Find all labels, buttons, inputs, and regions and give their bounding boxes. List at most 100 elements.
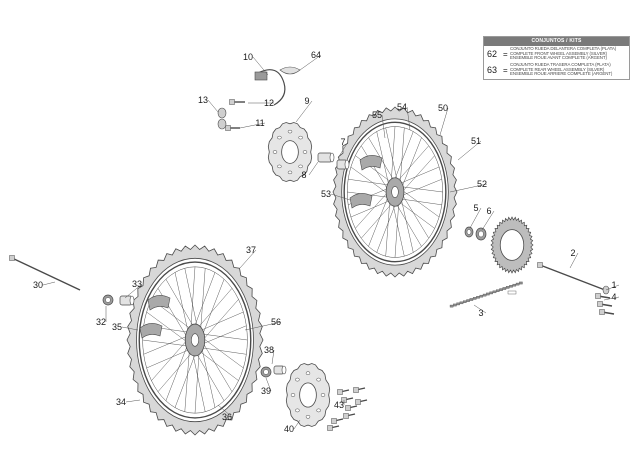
- kits-table: CONJUNTOS / KITS 62 = CONJUNTO RUEDA DEL…: [483, 36, 630, 80]
- bearing-6: [475, 227, 487, 241]
- kit-line-en: COMPLETE REAR WHEEL ASSEMBLY (SILVER): [510, 66, 605, 72]
- chain-link: [476, 296, 480, 299]
- leader-line: [217, 404, 233, 418]
- bolt-head: [331, 418, 337, 424]
- callout-2: 2: [570, 248, 575, 258]
- bolt-shank: [11, 257, 81, 291]
- bolt-head: [9, 255, 15, 261]
- callout-5: 5: [473, 203, 478, 213]
- disc-hole: [287, 170, 293, 175]
- chain-link: [472, 297, 477, 300]
- leader-line: [481, 210, 495, 231]
- leader-line: [406, 106, 411, 131]
- callout-43: 43: [334, 400, 344, 410]
- leader-line: [239, 249, 257, 269]
- spoke: [355, 192, 388, 229]
- disc-hole: [277, 135, 282, 140]
- chain-link: [486, 292, 490, 296]
- disc-hole: [295, 377, 300, 382]
- bolt-head: [327, 425, 333, 431]
- disc-hole: [277, 164, 282, 169]
- spoke: [401, 186, 443, 193]
- spoke: [199, 311, 244, 332]
- leader-line: [605, 284, 620, 291]
- callout-13: 13: [198, 95, 208, 105]
- spoke: [165, 344, 188, 401]
- spoke: [396, 145, 429, 183]
- leader-line: [469, 207, 482, 229]
- callout-30: 30: [33, 280, 43, 290]
- spoke: [392, 201, 405, 257]
- spoke: [146, 348, 191, 369]
- callout-52: 52: [477, 179, 487, 189]
- spoke: [397, 201, 435, 229]
- bolt-head: [595, 293, 601, 299]
- spoke: [400, 198, 442, 206]
- spoke: [402, 190, 440, 218]
- spoke: [195, 351, 225, 401]
- spacer-end: [329, 152, 335, 163]
- disc-hole: [316, 408, 321, 413]
- kit-line-fr: ENSEMBLE ROUE AVANT COMPLETE (ARGENT): [510, 55, 607, 61]
- spoke: [376, 202, 397, 253]
- kit-number: 63: [487, 65, 498, 75]
- chain-link: [505, 286, 510, 289]
- bearing-inner: [105, 297, 111, 303]
- kits-table-header: CONJUNTOS / KITS: [484, 37, 629, 46]
- front-axle: [9, 255, 81, 291]
- front-bearing-32: [102, 294, 114, 306]
- spoke: [201, 333, 248, 341]
- callout-7: 7: [340, 137, 345, 147]
- leader-line: [293, 419, 301, 430]
- disc-bolt: [343, 413, 356, 419]
- bolt-head: [537, 262, 543, 268]
- spoke: [402, 194, 429, 239]
- spoke: [198, 350, 239, 381]
- callout-35: 35: [112, 322, 122, 332]
- bolt-head: [229, 99, 235, 105]
- bolt-11: [225, 125, 240, 131]
- disc-hole: [302, 150, 308, 154]
- front-spacer-33: [119, 295, 135, 306]
- disc-center: [281, 140, 299, 164]
- kit-line-es: CONJUNTO RUEDA TRASERA COMPLETA (PLATA): [510, 62, 611, 68]
- callout-4: 4: [611, 292, 616, 302]
- callout-33: 33: [132, 279, 142, 289]
- callout-1: 1: [611, 280, 616, 290]
- sprocket-bolt: [597, 301, 613, 307]
- disc-bolt: [337, 389, 350, 395]
- bolt-head: [353, 387, 359, 393]
- spoke: [165, 279, 195, 329]
- disc-bolt: [331, 418, 344, 424]
- leader-line: [449, 183, 488, 193]
- callout-11: 11: [255, 118, 264, 128]
- leader-line: [381, 114, 386, 139]
- callout-12: 12: [264, 98, 274, 108]
- leader-line: [295, 100, 313, 123]
- kit-line-es: CONJUNTO RUEDA DELANTERA COMPLETA (PLATA…: [510, 46, 617, 52]
- callout-50: 50: [438, 103, 448, 113]
- rear-sprocket: [490, 216, 534, 274]
- chain-link: [479, 294, 484, 298]
- spoke: [200, 347, 247, 355]
- chain-master-link: [507, 290, 517, 295]
- bolt-head: [337, 389, 343, 395]
- leader-line: [42, 281, 56, 286]
- callout-38: 38: [264, 345, 274, 355]
- speedo-cable: [257, 69, 286, 106]
- chain-link: [459, 301, 464, 305]
- spoke: [191, 350, 206, 412]
- disc-hole: [298, 164, 303, 169]
- spoke: [385, 199, 391, 257]
- bolt-head: [343, 413, 349, 419]
- leader-line: [124, 283, 143, 299]
- spoke: [194, 349, 200, 414]
- spoke: [385, 127, 398, 183]
- callout-54: 54: [397, 102, 407, 112]
- spoke: [361, 145, 388, 190]
- spoke: [151, 340, 187, 381]
- callout-37: 37: [246, 245, 256, 255]
- spoke: [184, 348, 190, 412]
- spoke: [361, 201, 394, 239]
